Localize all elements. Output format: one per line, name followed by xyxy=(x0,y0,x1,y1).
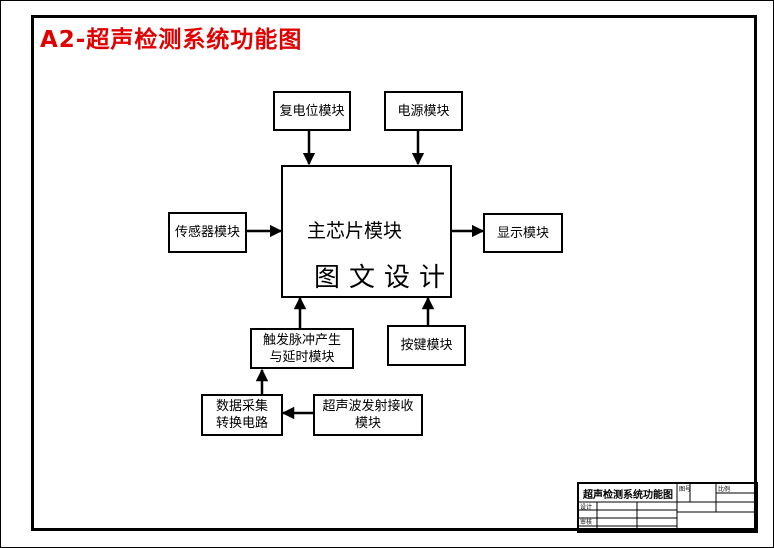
diagram-title: A2-超声检测系统功能图 xyxy=(40,27,303,53)
watermark-text: 图文设计 xyxy=(314,263,455,293)
display-module-label: 显示模块 xyxy=(496,225,549,241)
power-module: 电源模块 xyxy=(384,91,463,131)
title-block-drawing-name: 超声检测系统功能图 xyxy=(583,489,673,501)
title-block-cell-c: 设计 xyxy=(580,504,593,511)
acquisition-module-label-1: 数据采集 xyxy=(215,399,268,414)
title-block xyxy=(577,482,758,533)
title-block-cell-a: 图号 xyxy=(679,486,692,493)
acquisition-module-label-2: 转换电路 xyxy=(215,416,268,431)
power-module-label: 电源模块 xyxy=(397,103,450,119)
tx-rx-module: 超声波发射接收 模块 xyxy=(313,394,423,436)
main-chip-label: 主芯片模块 xyxy=(307,220,403,242)
tx-rx-module-label-1: 超声波发射接收 xyxy=(322,399,414,414)
sensor-module: 传感器模块 xyxy=(168,212,247,253)
main-chip-module xyxy=(281,165,452,298)
tx-rx-module-label-2: 模块 xyxy=(354,416,381,431)
reset-module-label: 复电位模块 xyxy=(279,103,345,119)
drawing-frame xyxy=(31,15,757,531)
sensor-module-label: 传感器模块 xyxy=(174,225,240,240)
trigger-module-label-1: 触发脉冲产生 xyxy=(262,332,341,348)
keys-module: 按键模块 xyxy=(387,325,466,366)
trigger-module: 触发脉冲产生 与延时模块 xyxy=(250,328,354,369)
keys-module-label: 按键模块 xyxy=(400,338,453,353)
reset-module: 复电位模块 xyxy=(273,91,351,131)
title-block-cell-b: 比例 xyxy=(718,486,731,493)
display-module: 显示模块 xyxy=(483,213,563,253)
title-block-cell-d: 审核 xyxy=(580,519,593,526)
trigger-module-label-2: 与延时模块 xyxy=(269,349,335,365)
acquisition-module: 数据采集 转换电路 xyxy=(201,394,283,436)
